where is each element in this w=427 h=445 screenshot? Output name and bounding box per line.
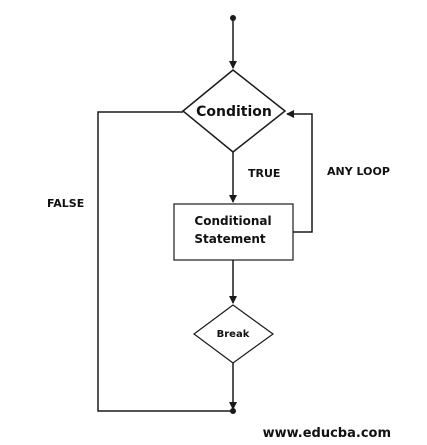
edge-label-true: TRUE [248, 167, 280, 180]
condition-label: Condition [196, 104, 272, 120]
statement-label-line2: Statement [194, 232, 266, 246]
break-label: Break [217, 329, 250, 340]
edge-false-path [97, 111, 231, 412]
statement-label-line1: Conditional [194, 214, 271, 228]
website-watermark: www.educba.com [263, 426, 391, 441]
edge-label-false: FALSE [47, 197, 84, 210]
conditional-statement-box [173, 203, 294, 261]
edge-label-any-loop: ANY LOOP [327, 165, 390, 178]
end-dot [230, 408, 236, 414]
edge-loop-back [286, 110, 313, 233]
